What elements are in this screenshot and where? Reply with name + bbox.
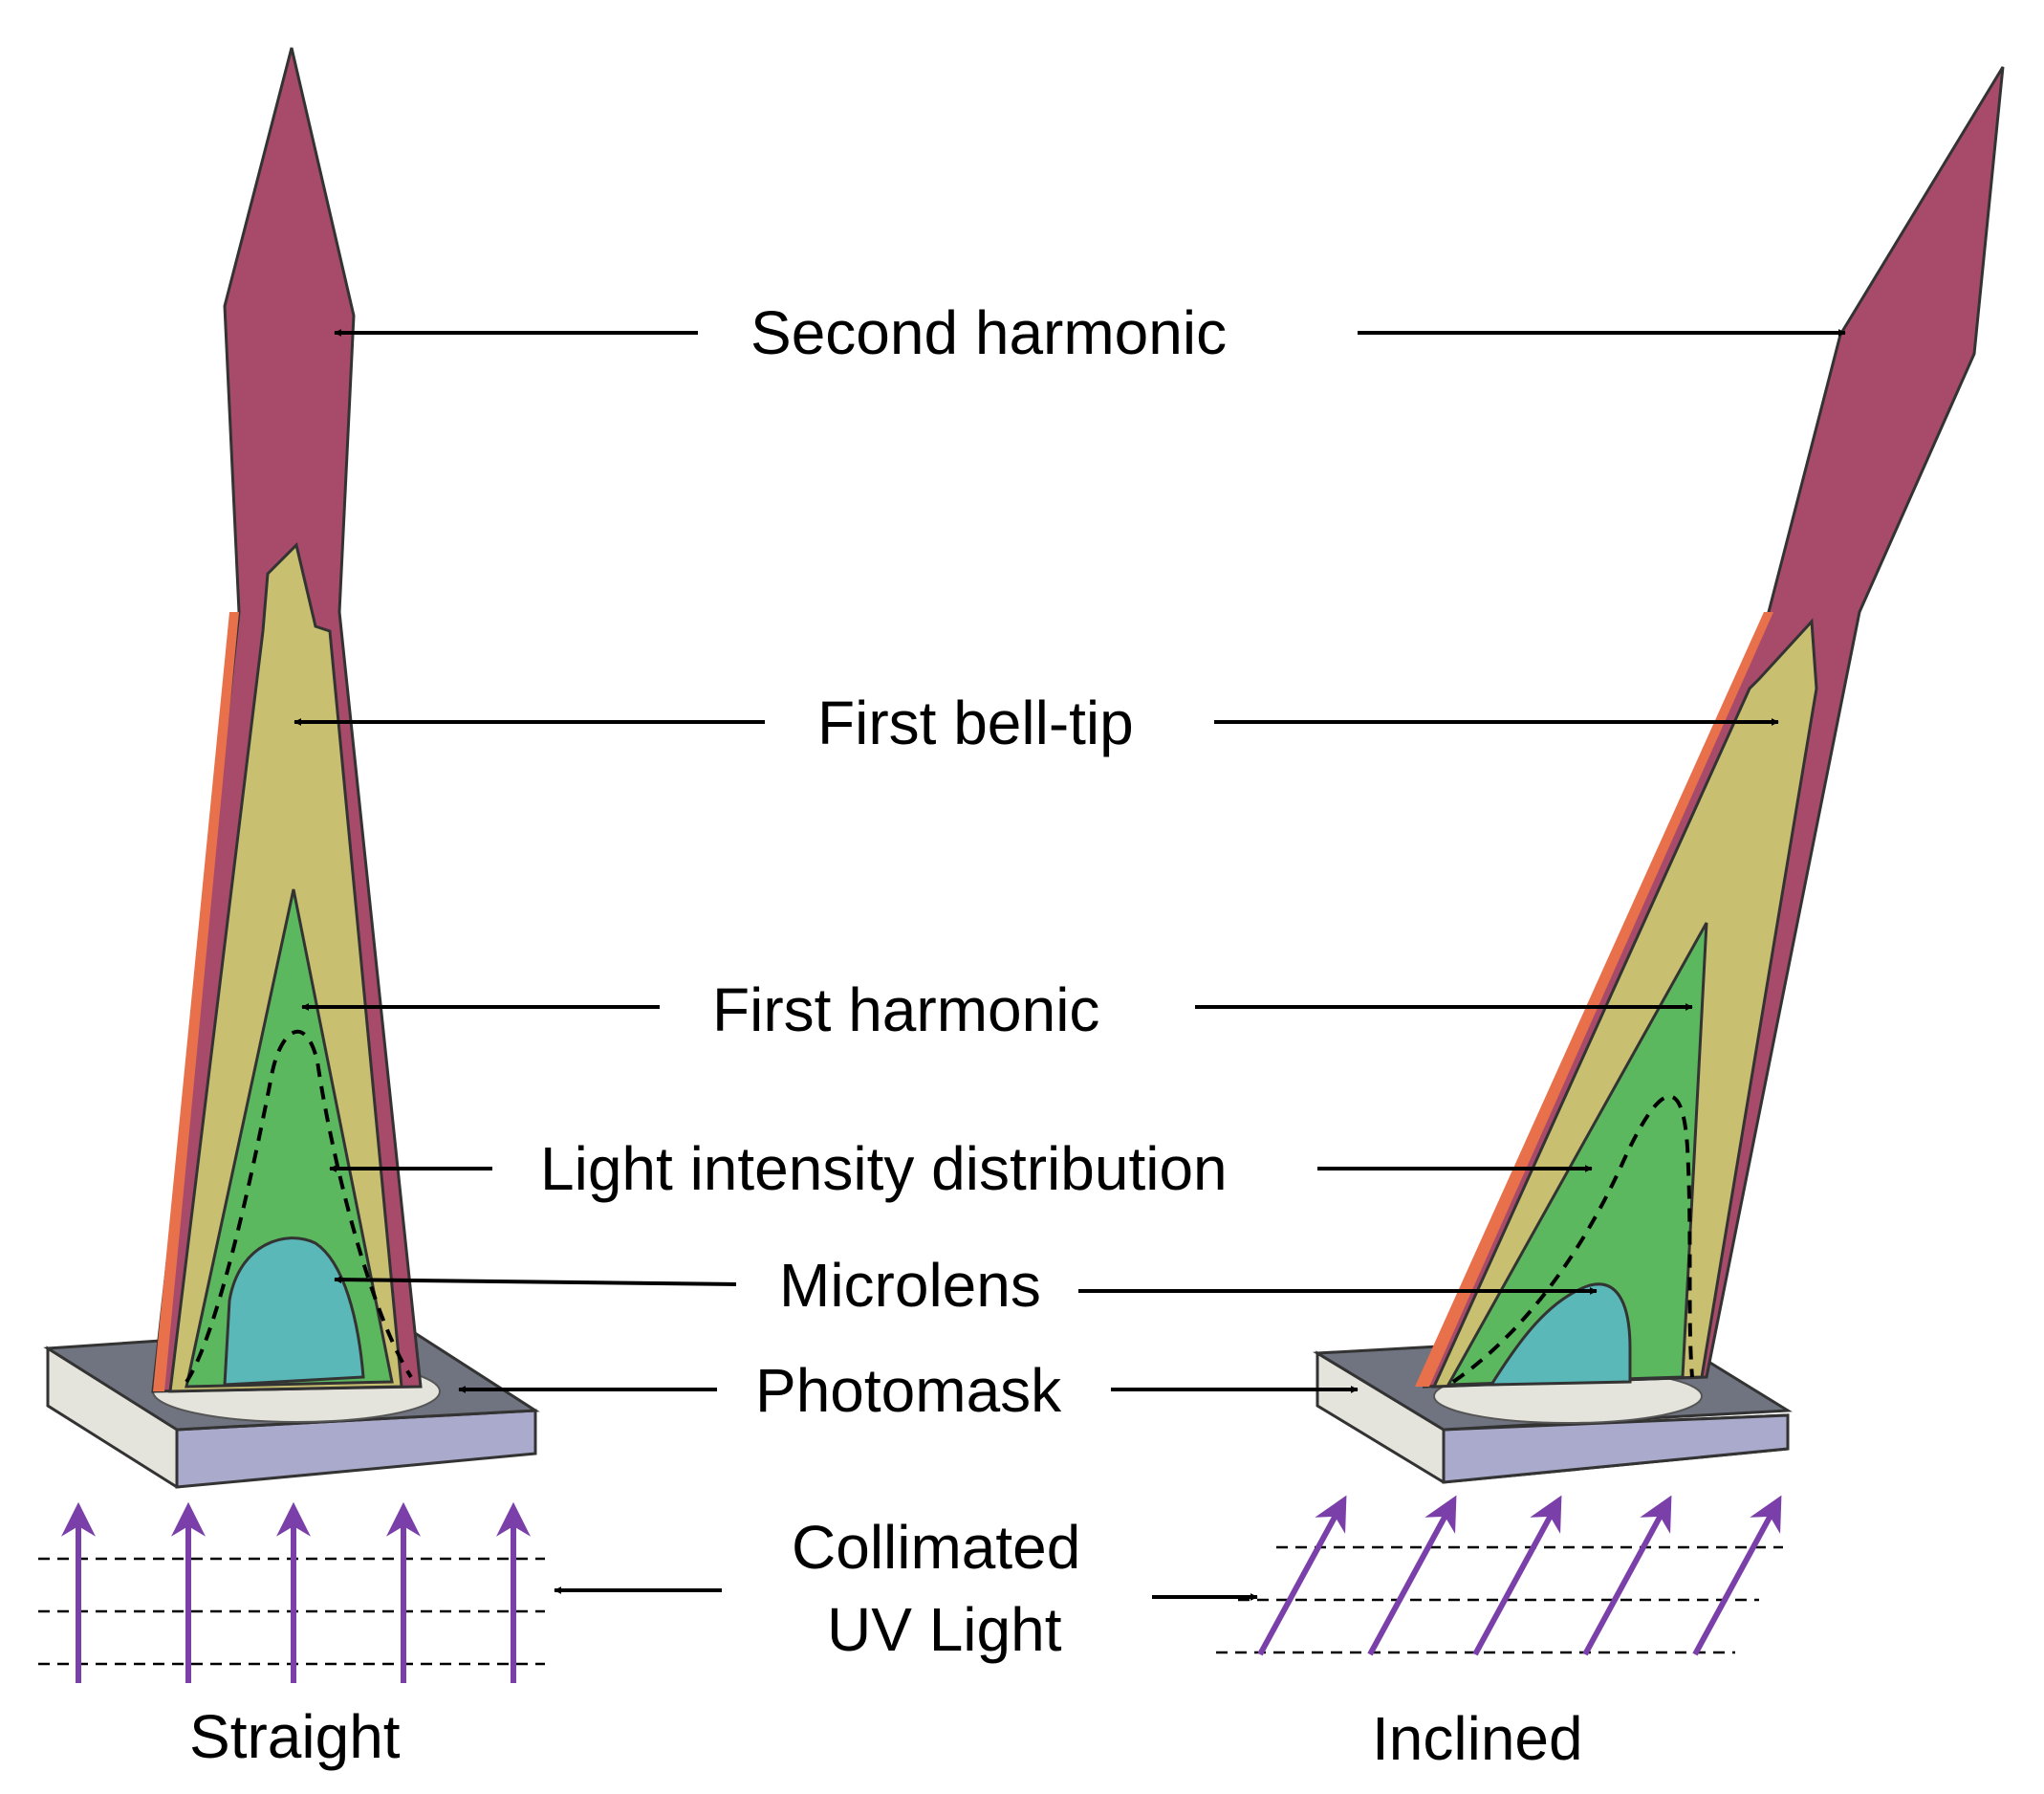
straight-intensity-curve — [185, 1029, 413, 1384]
straight-uv-light — [38, 1501, 545, 1683]
uv-arrow — [1472, 1495, 1562, 1656]
label-first-harmonic: First harmonic — [712, 975, 1099, 1044]
inclined-intensity-curve — [1451, 1094, 1694, 1384]
uv-arrow — [1257, 1495, 1347, 1656]
inclined-second-harmonic-shape — [1422, 66, 2005, 1389]
inclined-uv-light — [1216, 1495, 1783, 1656]
straight-microlens-shape — [223, 1236, 365, 1387]
uv-arrow — [1582, 1495, 1672, 1656]
label-uv-light: UV Light — [827, 1595, 1062, 1664]
caption-inclined: Inclined — [1372, 1704, 1583, 1773]
inclined-structure — [1313, 66, 2005, 1484]
uv-arrow — [1692, 1495, 1782, 1656]
caption-straight: Straight — [189, 1702, 401, 1771]
straight-orange-edge — [153, 612, 239, 1391]
label-collimated: Collimated — [792, 1513, 1080, 1582]
straight-structure — [43, 47, 540, 1489]
inclined-orange-edge — [1415, 612, 1773, 1387]
pointer-arrows — [294, 329, 1846, 1601]
arrow-microlens-left — [334, 1276, 737, 1286]
label-photomask: Photomask — [755, 1356, 1062, 1425]
straight-first-harmonic-shape — [185, 888, 394, 1389]
inclined-microlens-shape — [1489, 1282, 1632, 1387]
label-light-intensity: Light intensity distribution — [540, 1134, 1228, 1203]
inclined-first-bell-tip-shape — [1431, 618, 1818, 1389]
label-microlens: Microlens — [779, 1251, 1041, 1320]
label-first-bell-tip: First bell-tip — [817, 689, 1134, 757]
label-second-harmonic: Second harmonic — [750, 298, 1227, 367]
uv-arrow — [1367, 1495, 1457, 1656]
